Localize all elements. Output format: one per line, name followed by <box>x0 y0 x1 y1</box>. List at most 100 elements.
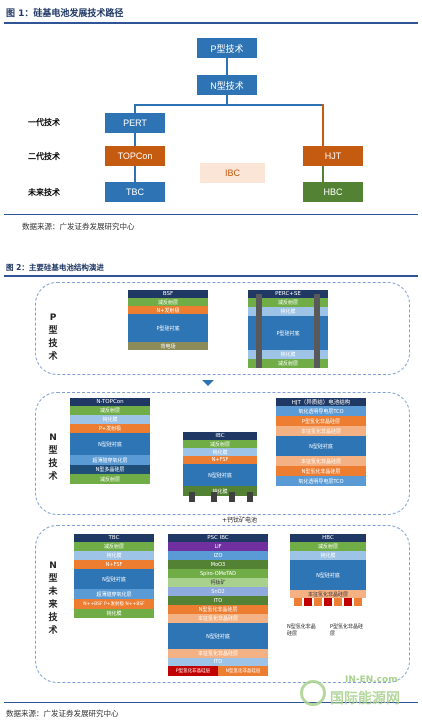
node-topcon: TOPCon <box>105 146 165 166</box>
figure1-source: 数据来源：广发证券发展研究中心 <box>22 222 135 231</box>
psc-layer-ito-top: ITO <box>168 596 268 605</box>
ntopcon-layer-arc: 减反射层 <box>70 406 150 415</box>
tbc-layer-substrate: N型硅衬底 <box>74 569 154 589</box>
cell-ibc-title: IBC <box>183 432 257 440</box>
node-pert: PERT <box>105 113 165 133</box>
cell-ntopcon: N-TOPCon 减反射层 钝化膜 P+发射极 N型硅衬底 超薄隧穿氧化层 N型… <box>70 398 150 484</box>
psc-layer-p-asi: P型氢化非晶硅层 <box>168 666 218 676</box>
cell-hbc-title: HBC <box>290 534 366 542</box>
tbc-layer-passivation: 钝化膜 <box>74 551 154 560</box>
perc-contact-left <box>256 294 262 368</box>
cell-ibc: IBC 减反射层 钝化膜 N+FSF N型硅衬底 钝化膜 <box>183 432 257 502</box>
psc-layer-i-asi-top: 本征氢化非晶硅层 <box>168 614 268 623</box>
figure2-top-rule <box>4 275 418 277</box>
perc-layer-arc: 减反射层 <box>248 298 328 307</box>
group-n-future-label: N型未来技术 <box>48 561 58 636</box>
hjt-layer-i-asi-top: 本征氢化非晶硅层 <box>276 426 366 436</box>
ntopcon-layer-rear-arc: 减反射层 <box>70 474 150 484</box>
ntopcon-layer-tunnel-oxide: 超薄隧穿氧化层 <box>70 455 150 465</box>
node-hjt: HJT <box>303 146 363 166</box>
cell-ntopcon-title: N-TOPCon <box>70 398 150 406</box>
perc-layer-rear-passivation: 钝化膜 <box>248 350 328 359</box>
psc-layer-sno2: SnO2 <box>168 587 268 596</box>
perc-layer-rear-arc: 减反射层 <box>248 359 328 368</box>
ibc-layer-passivation: 钝化膜 <box>183 448 257 456</box>
pert-to-topcon-connector <box>134 132 136 146</box>
watermark-url: IN-EN.com <box>345 675 398 685</box>
cell-perc-title: PERC+SE <box>248 290 328 298</box>
hbc-note-n: N型氢化非晶硅层 <box>287 624 316 637</box>
hbc-note-p: P型氢化非晶硅层 <box>330 624 364 637</box>
label-future-gen: 未来技术 <box>28 188 60 197</box>
node-tbc: TBC <box>105 182 165 202</box>
hbc-contact-n3 <box>334 598 342 606</box>
psc-layer-i-asi-bottom: 本征氢化非晶硅层 <box>168 649 268 658</box>
psc-layer-n-asi-rear: N型氢化非晶硅层 <box>218 666 268 676</box>
psc-layer-perovskite: 钙钛矿 <box>168 578 268 587</box>
cell-tbc-title: TBC <box>74 534 154 542</box>
psc-layer-n-asi: N型氢化非晶硅层 <box>168 605 268 614</box>
ibc-contact-1 <box>189 492 195 502</box>
figure1-title: 图 1：硅基电池发展技术路径 <box>6 9 124 19</box>
hbc-contact-p2 <box>324 598 332 606</box>
hjt-layer-tco-top: 氧化透明导电层TCO <box>276 406 366 416</box>
ibc-contact-4 <box>247 492 253 502</box>
tbc-layer-rear-contacts: N++BSF P+发射极 N++BSF <box>74 599 154 609</box>
group-p-frame <box>35 282 410 375</box>
node-hbc: HBC <box>303 182 363 202</box>
figure1-bottom-rule <box>4 214 418 215</box>
ibc-contact-3 <box>229 492 235 502</box>
perc-contact-right <box>314 294 320 368</box>
bsf-layer-arc: 减反射层 <box>128 298 208 306</box>
p-to-n-connector <box>226 58 228 75</box>
ntopcon-layer-substrate: N型硅衬底 <box>70 433 150 455</box>
psc-layer-lif: LiF <box>168 542 268 551</box>
psc-layer-izo: IZO <box>168 551 268 560</box>
ntopcon-layer-polysilicon: N型多晶硅层 <box>70 465 150 474</box>
group-n-frame <box>35 392 410 515</box>
hjt-layer-substrate: N型硅衬底 <box>276 436 366 456</box>
bsf-layer-bsf: 背电场 <box>128 342 208 350</box>
hbc-contact-p1 <box>304 598 312 606</box>
bsf-layer-substrate: P型硅衬底 <box>128 314 208 342</box>
bsf-layer-emitter: N+发射极 <box>128 306 208 314</box>
hbc-contact-p3 <box>344 598 352 606</box>
cell-psc-ibc-title: PSC IBC <box>168 534 268 542</box>
psc-layer-moo3: MoO3 <box>168 560 268 569</box>
hbc-layer-passivation: 钝化膜 <box>290 551 366 560</box>
topcon-to-tbc-connector <box>134 164 136 182</box>
hbc-contact-n1 <box>294 598 302 606</box>
hjt-layer-n-asi: N型氢化非晶硅层 <box>276 466 366 476</box>
to-hjt-connector <box>322 104 324 146</box>
psc-layer-ito-bottom: ITO <box>168 658 268 666</box>
figure2-title: 图 2：主要硅基电池结构演进 <box>6 263 104 272</box>
node-p-tech: P型技术 <box>197 38 257 58</box>
watermark: 国际能源网 <box>330 691 400 707</box>
hjt-layer-p-asi: P型氢化非晶硅层 <box>276 416 366 426</box>
hbc-layer-substrate: N型硅衬底 <box>290 560 366 590</box>
ntopcon-layer-passivation: 钝化膜 <box>70 415 150 424</box>
cell-hbc: HBC 减反射层 钝化膜 N型硅衬底 本征氢化非晶硅层 <box>290 534 366 606</box>
tbc-layer-tunnel-oxide: 超薄隧穿氧化层 <box>74 589 154 599</box>
perovskite-note: +钙钛矿电池 <box>222 517 258 524</box>
cell-psc-ibc: PSC IBC LiF IZO MoO3 Spiro-OMeTAD 钙钛矿 Sn… <box>168 534 268 680</box>
cell-tbc: TBC 减反射层 钝化膜 N+FSF N型硅衬底 超薄隧穿氧化层 N++BSF … <box>74 534 154 620</box>
tbc-layer-rear-passivation: 钝化膜 <box>74 609 154 618</box>
ibc-layer-arc: 减反射层 <box>183 440 257 448</box>
cell-hjt-title: HJT（异质结）电池结构 <box>276 398 366 406</box>
node-ibc: IBC <box>200 163 265 183</box>
hjt-layer-i-asi-bottom: 本征氢化非晶硅层 <box>276 456 366 466</box>
node-n-tech: N型技术 <box>197 75 257 95</box>
ibc-layer-rear-passivation: 钝化膜 <box>183 486 257 496</box>
label-first-gen: 一代技术 <box>28 118 60 127</box>
figure2-bottom-rule <box>4 702 418 703</box>
hjt-to-hbc-connector <box>322 164 324 182</box>
ibc-contact-2 <box>211 492 217 502</box>
watermark-logo-icon <box>300 680 326 706</box>
perc-layer-passivation: 钝化膜 <box>248 307 328 316</box>
cell-bsf-title: BSF <box>128 290 208 298</box>
tbc-layer-fsf: N+FSF <box>74 560 154 569</box>
psc-layer-spiro: Spiro-OMeTAD <box>168 569 268 578</box>
psc-layer-substrate: N型硅衬底 <box>168 623 268 649</box>
down-arrow-icon <box>202 380 214 386</box>
